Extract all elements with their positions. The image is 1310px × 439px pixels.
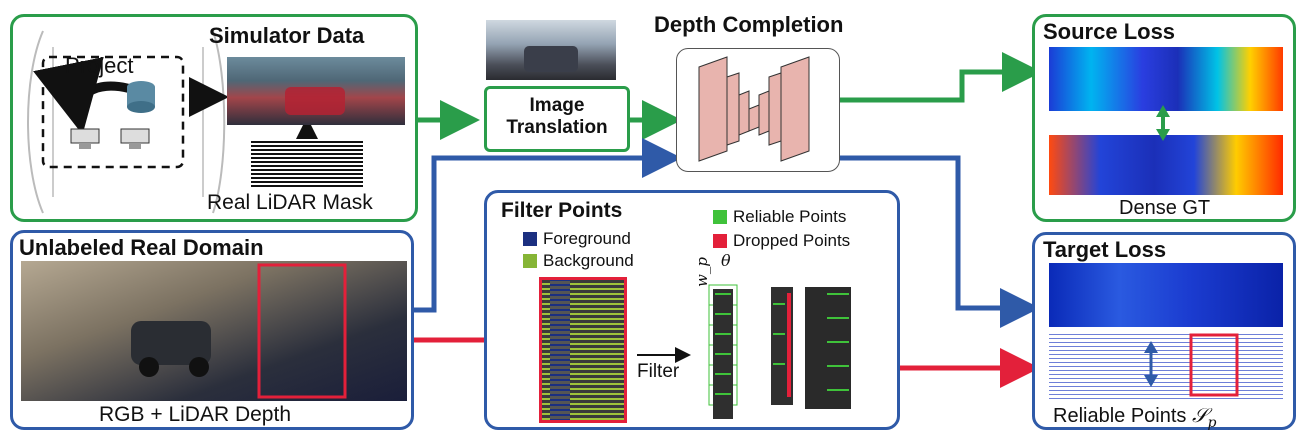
simulator-title: Simulator Data xyxy=(209,23,365,48)
translation-label-line2: Translation xyxy=(506,117,608,138)
wp-label: w_p xyxy=(693,257,711,287)
car-outline-icon xyxy=(27,30,327,214)
filter-points-title: Filter Points xyxy=(501,199,623,222)
dense-gt-label: Dense GT xyxy=(1119,197,1211,219)
reliable-points-caption: Reliable Points 𝒮p xyxy=(1053,403,1216,431)
filtered-points-visual xyxy=(708,284,851,419)
project-label: Project xyxy=(65,53,134,78)
lidar-mask-label: Real LiDAR Mask xyxy=(207,191,373,214)
source-depth-map-bottom xyxy=(1049,135,1283,195)
reliable-points-symbol: 𝒮 xyxy=(1191,403,1208,427)
network-icon xyxy=(698,56,810,162)
reliable-points-symbol-sub: p xyxy=(1207,415,1217,431)
legend-background: Background xyxy=(523,251,634,271)
target-loss-title: Target Loss xyxy=(1043,237,1167,262)
simulator-image xyxy=(227,57,405,125)
target-loss-panel: Target Loss Reliable Points 𝒮p xyxy=(1032,232,1296,431)
translation-label-line1: Image xyxy=(529,95,585,116)
filter-arrow xyxy=(637,347,691,363)
lidar-mask-image xyxy=(251,139,363,187)
legend-foreground: Foreground xyxy=(523,229,631,249)
filter-arrow-label: Filter xyxy=(637,361,680,382)
legend-background-label: Background xyxy=(543,251,634,270)
simulator-data-panel: Project Simulator Data Real LiDAR Mask xyxy=(10,14,418,222)
filter-input-crop xyxy=(539,277,627,423)
arrow-real-to-depth xyxy=(412,138,682,313)
source-loss-title: Source Loss xyxy=(1043,19,1176,44)
legend-dropped-label: Dropped Points xyxy=(733,231,851,250)
depth-network-box xyxy=(676,48,840,172)
arrow-depth-to-source xyxy=(840,52,1042,103)
background-swatch xyxy=(523,254,537,268)
dropped-swatch xyxy=(713,234,727,248)
target-depth-map xyxy=(1049,263,1283,327)
arrow-depth-to-target xyxy=(840,155,1040,328)
source-compare-arrow xyxy=(1156,105,1170,141)
source-depth-map-top xyxy=(1049,47,1283,111)
legend-foreground-label: Foreground xyxy=(543,229,631,248)
reliable-points-caption-text: Reliable Points xyxy=(1053,405,1187,427)
image-translation-box: Image Translation xyxy=(484,86,630,152)
legend-dropped: Dropped Points xyxy=(713,231,850,251)
rgb-lidar-caption: RGB + LiDAR Depth xyxy=(99,403,291,426)
legend-reliable: Reliable Points xyxy=(713,207,846,227)
filter-points-panel: Filter Points Foreground Background Reli… xyxy=(484,190,900,430)
reliable-points-map xyxy=(1049,333,1283,399)
unlabeled-real-panel: Unlabeled Real Domain RGB + LiDAR Depth xyxy=(10,230,414,430)
legend-reliable-label: Reliable Points xyxy=(733,207,847,226)
source-loss-panel: Source Loss Dense GT xyxy=(1032,14,1296,222)
foreground-swatch xyxy=(523,232,537,246)
translated-image xyxy=(486,20,616,80)
unlabeled-title: Unlabeled Real Domain xyxy=(19,235,264,260)
rgb-lidar-image xyxy=(21,261,407,401)
depth-completion-title: Depth Completion xyxy=(654,12,844,37)
reliable-swatch xyxy=(713,210,727,224)
theta-label: θ xyxy=(721,251,731,270)
